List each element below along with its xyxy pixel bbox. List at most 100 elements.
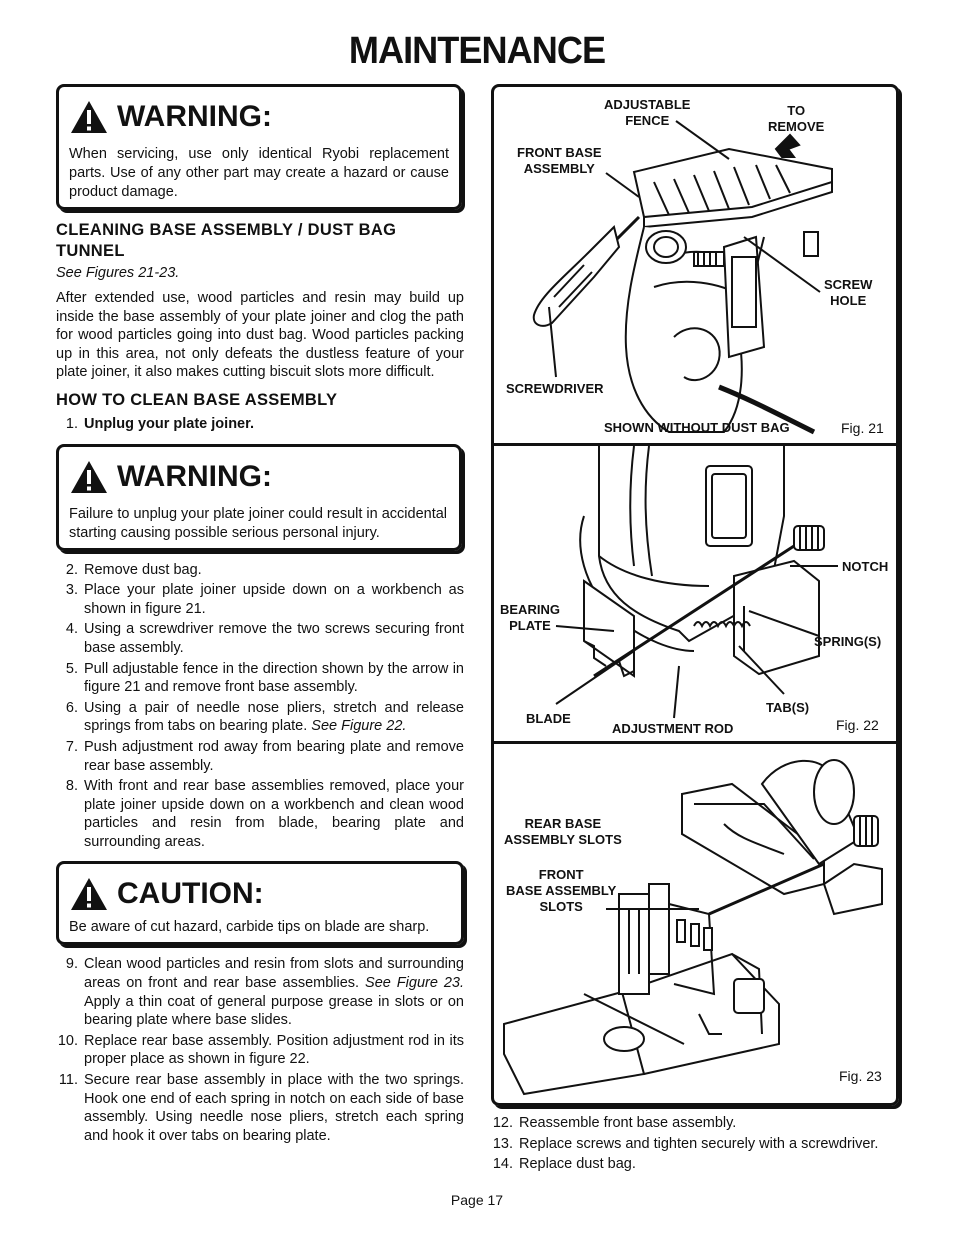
label-screwdriver: SCREWDRIVER (506, 381, 604, 396)
list-item: 12. Reassemble front base assembly. (491, 1114, 899, 1133)
cleaning-paragraph: After extended use, wood particles and r… (56, 290, 464, 381)
label-adjustment-rod: ADJUSTMENT ROD (612, 721, 734, 736)
step-number: 6. (65, 699, 78, 716)
list-item: 10. Replace rear base assembly. Position … (56, 1032, 464, 1069)
step-text: Pull adjustable fence in the direction s… (84, 660, 464, 697)
caution-text: Be aware of cut hazard, carbide tips on … (69, 919, 430, 936)
warning-heading: WARNING: (117, 100, 272, 133)
figure-22-illustration (555, 446, 838, 719)
figure-23-illustration (503, 759, 883, 1096)
list-item: 9. Clean wood particles and resin from sl… (56, 955, 464, 1029)
caution-heading: CAUTION: (117, 877, 264, 911)
list-item: 13. Replace screws and tighten securely w… (491, 1135, 899, 1154)
section-heading-how-to: HOW TO CLEAN BASE ASSEMBLY (56, 390, 338, 409)
step-number: 8. (65, 778, 78, 795)
warning-box-unplug: WARNING: Failure to unplug your plate jo… (56, 443, 462, 551)
section-heading-cleaning: CLEANING BASE ASSEMBLY / DUST BAG TUNNEL (56, 221, 397, 260)
step-text-part: Using a pair of needle nose pliers, stre… (84, 699, 464, 735)
list-item: 3. Place your plate joiner upside down on… (56, 581, 464, 618)
left-column: WARNING: When servicing, use only identi… (56, 84, 464, 1147)
step-number: 10. (57, 1032, 78, 1049)
figures-column: ADJUSTABLE FENCE TO REMOVE FRONT BASE AS… (491, 84, 899, 1106)
step-number: 4. (65, 621, 78, 638)
figure-divider (494, 741, 896, 744)
warning-triangle-icon (71, 101, 107, 133)
step-text: Using a pair of needle nose pliers, stre… (84, 699, 464, 736)
label-rear-base-assembly-slots: REAR BASE ASSEMBLY SLOTS (504, 816, 622, 847)
step-text: Replace dust bag. (519, 1156, 636, 1173)
step-text-part: Replace rear base assembly. Position adj… (84, 1032, 464, 1068)
page-title: MAINTENANCE (348, 30, 606, 72)
figure-21-caption: Fig. 21 (841, 420, 884, 436)
list-item: 5. Pull adjustable fence in the direction… (56, 660, 464, 697)
step-list-2: 2. Remove dust bag. 3. Place your plate joi… (56, 561, 464, 852)
step-text: Replace rear base assembly. Position adj… (84, 1032, 464, 1069)
step-list-1: 1. Unplug your plate joiner. (56, 415, 464, 434)
figure-22-caption: Fig. 22 (836, 717, 879, 733)
step-text-part: Remove dust bag. (84, 561, 202, 578)
step-number: 2. (65, 561, 78, 578)
step-number: 7. (65, 738, 78, 755)
warning-header: WARNING: (69, 95, 449, 139)
step-text: With front and rear base assemblies remo… (84, 777, 464, 851)
figure-frame: ADJUSTABLE FENCE TO REMOVE FRONT BASE AS… (491, 84, 899, 1106)
step-number: 12. (492, 1115, 513, 1131)
step-text: Remove dust bag. (84, 561, 464, 580)
warning-header: WARNING: (69, 455, 449, 499)
list-item: 7. Push adjustment rod away from bearing … (56, 738, 464, 775)
caution-box-cut-hazard: CAUTION: Be aware of cut hazard, carbide… (56, 861, 464, 946)
step-text: Replace screws and tighten securely with… (519, 1135, 879, 1152)
step-text: Clean wood particles and resin from slot… (84, 955, 464, 1029)
see-figures-reference: See Figures 21-23. (56, 265, 180, 281)
step-text: Place your plate joiner upside down on a… (84, 581, 464, 618)
step-text-part: Using a screwdriver remove the two screw… (84, 621, 464, 656)
label-shown-without-dust-bag: SHOWN WITHOUT DUST BAG (604, 420, 790, 435)
label-front-base-assembly: FRONT BASE ASSEMBLY (517, 145, 602, 176)
step-number: 3. (65, 582, 78, 599)
step-text-part: Apply a thin coat of general purpose gre… (84, 993, 464, 1029)
list-item: 6. Using a pair of needle nose pliers, st… (56, 699, 464, 736)
label-blade: BLADE (526, 711, 571, 726)
step-list-right: 12. Reassemble front base assembly. 13. Rep… (491, 1114, 899, 1176)
warning-triangle-icon (71, 878, 107, 911)
step-number: 11. (58, 1072, 78, 1089)
list-item: 11. Secure rear base assembly in place wi… (56, 1071, 464, 1145)
step-number: 13. (492, 1135, 513, 1152)
step-number: 5. (65, 660, 78, 677)
list-item: 14. Replace dust bag. (491, 1155, 899, 1174)
warning-box-replacement-parts: WARNING: When servicing, use only identi… (56, 84, 462, 210)
list-item: 2. Remove dust bag. (56, 561, 464, 580)
caution-header: CAUTION: (69, 872, 451, 916)
list-item: 8. With front and rear base assemblies re… (56, 777, 464, 851)
step-text-part: Pull adjustable fence in the direction s… (84, 660, 464, 696)
step-text: Reassemble front base assembly. (519, 1115, 737, 1131)
label-adjustable-fence: ADJUSTABLE FENCE (604, 97, 691, 128)
figure-divider (494, 443, 896, 446)
step-number: 14. (492, 1156, 513, 1173)
step-text: Secure rear base assembly in place with … (84, 1071, 464, 1145)
label-front-base-assembly-slots: FRONT BASE ASSEMBLY SLOTS (506, 867, 617, 914)
step-text: Using a screwdriver remove the two screw… (84, 620, 464, 657)
warning-text: When servicing, use only identical Ryobi… (69, 146, 449, 200)
step-list-3: 9. Clean wood particles and resin from sl… (56, 955, 464, 1145)
label-to-remove: TO REMOVE (768, 103, 825, 134)
label-springs: SPRING(S) (814, 634, 882, 649)
step-text: Push adjustment rod away from bearing pl… (84, 738, 464, 775)
figure-reference: See Figure 22. (311, 718, 407, 735)
label-tabs: TAB(S) (766, 700, 810, 715)
label-notch: NOTCH (842, 559, 889, 574)
figure-21-illustration (532, 120, 833, 435)
list-item: 1. Unplug your plate joiner. (65, 415, 254, 432)
warning-triangle-icon (71, 460, 107, 493)
step-text-part: With front and rear base assemblies remo… (84, 778, 464, 850)
warning-heading: WARNING: (117, 459, 272, 493)
step-text-part: Push adjustment rod away from bearing pl… (84, 738, 464, 774)
figure-23-caption: Fig. 23 (839, 1068, 882, 1084)
step-number: 9. (65, 956, 78, 973)
list-item: 4. Using a screwdriver remove the two scr… (56, 620, 464, 657)
step-text-part: Secure rear base assembly in place with … (84, 1072, 464, 1144)
page-number: Page 17 (450, 1192, 504, 1208)
label-screw-hole: SCREW HOLE (824, 277, 873, 308)
step-text-part: Clean wood particles and resin from slot… (84, 956, 464, 992)
step-text-part: Place your plate joiner upside down on a… (84, 582, 464, 617)
